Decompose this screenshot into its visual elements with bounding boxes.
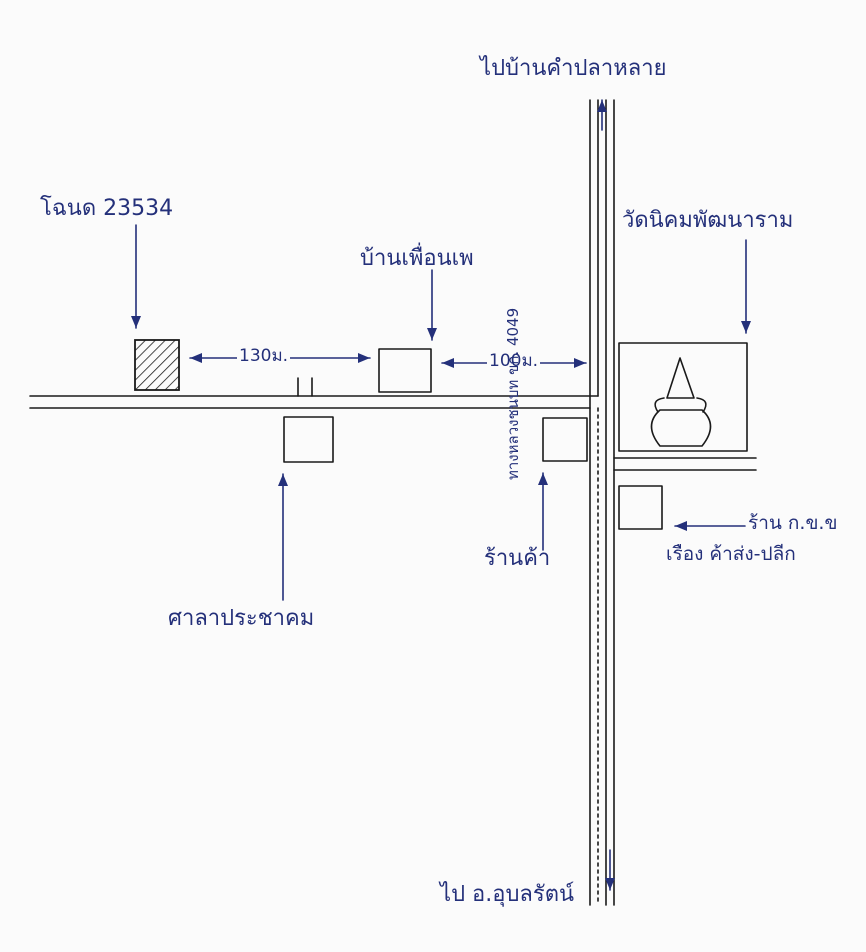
- north-destination-label: ไปบ้านคำปลาหลาย: [480, 56, 667, 81]
- wholesale-shop-label-line2: เรือง ค้าส่ง-ปลีก: [666, 543, 796, 565]
- stupa-icon: [650, 357, 712, 447]
- neighbor-house-label: บ้านเพื่อนเพ: [360, 246, 474, 271]
- shop-building: [538, 417, 588, 551]
- south-destination-label: ไป อ.อุบลรัตน์: [440, 882, 575, 907]
- distance-130m-label: 130ม.: [237, 346, 291, 366]
- temple: [618, 239, 751, 452]
- village-hall: [278, 416, 334, 601]
- south-direction-arrow: [605, 849, 615, 891]
- north-direction-arrow: [597, 99, 607, 131]
- highway-name-label: ทางหลวงชนบท ขก. 4049: [504, 307, 522, 480]
- temple-label: วัดนิคมพัฒนาราม: [622, 208, 794, 233]
- vertical-highway: [589, 99, 615, 906]
- horizontal-road: [29, 377, 599, 409]
- distance-100m-label: 100ม.: [487, 351, 541, 371]
- deed-plot: [131, 224, 180, 391]
- side-lane: [613, 457, 757, 471]
- neighbor-house: [378, 269, 437, 393]
- wholesale-shop-label-line1: ร้าน ก.ข.ข: [748, 512, 838, 534]
- wholesale-shop: [618, 485, 746, 531]
- shop-label: ร้านค้า: [484, 546, 551, 571]
- deed-number-label: โฉนด 23534: [40, 196, 174, 221]
- village-hall-label: ศาลาประชาคม: [168, 606, 315, 631]
